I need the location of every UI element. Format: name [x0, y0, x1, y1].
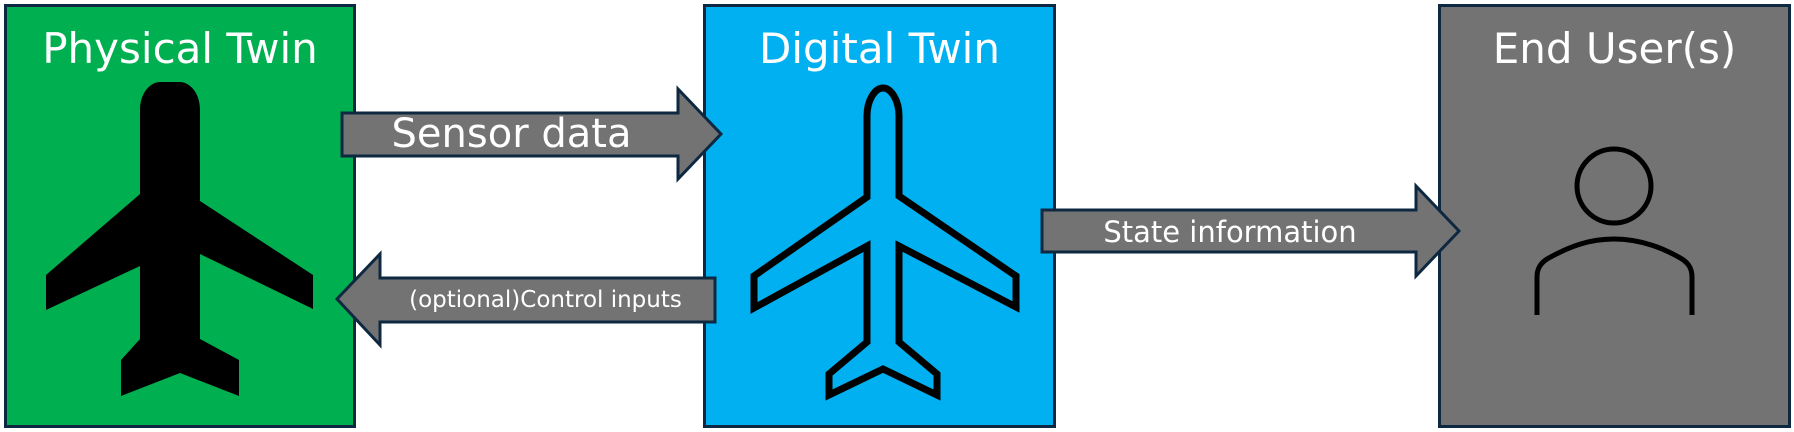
sensor-data-label: Sensor data — [391, 111, 632, 157]
digital-twin-box: Digital Twin — [703, 4, 1056, 428]
airplane-filled-icon — [46, 82, 313, 396]
physical-twin-title: Physical Twin — [42, 24, 318, 73]
control-inputs-arrow — [334, 250, 717, 349]
state-information-label: State information — [1103, 215, 1357, 249]
state-information-arrow — [1040, 182, 1462, 280]
end-users-title: End User(s) — [1492, 24, 1737, 73]
sensor-data-arrow — [340, 85, 724, 183]
person-outline-icon — [1534, 146, 1695, 315]
digital-twin-title: Digital Twin — [759, 24, 1000, 73]
end-users-box: End User(s) — [1438, 4, 1791, 428]
airplane-outline-icon — [750, 84, 1020, 401]
control-inputs-label: (optional)Control inputs — [409, 287, 682, 313]
